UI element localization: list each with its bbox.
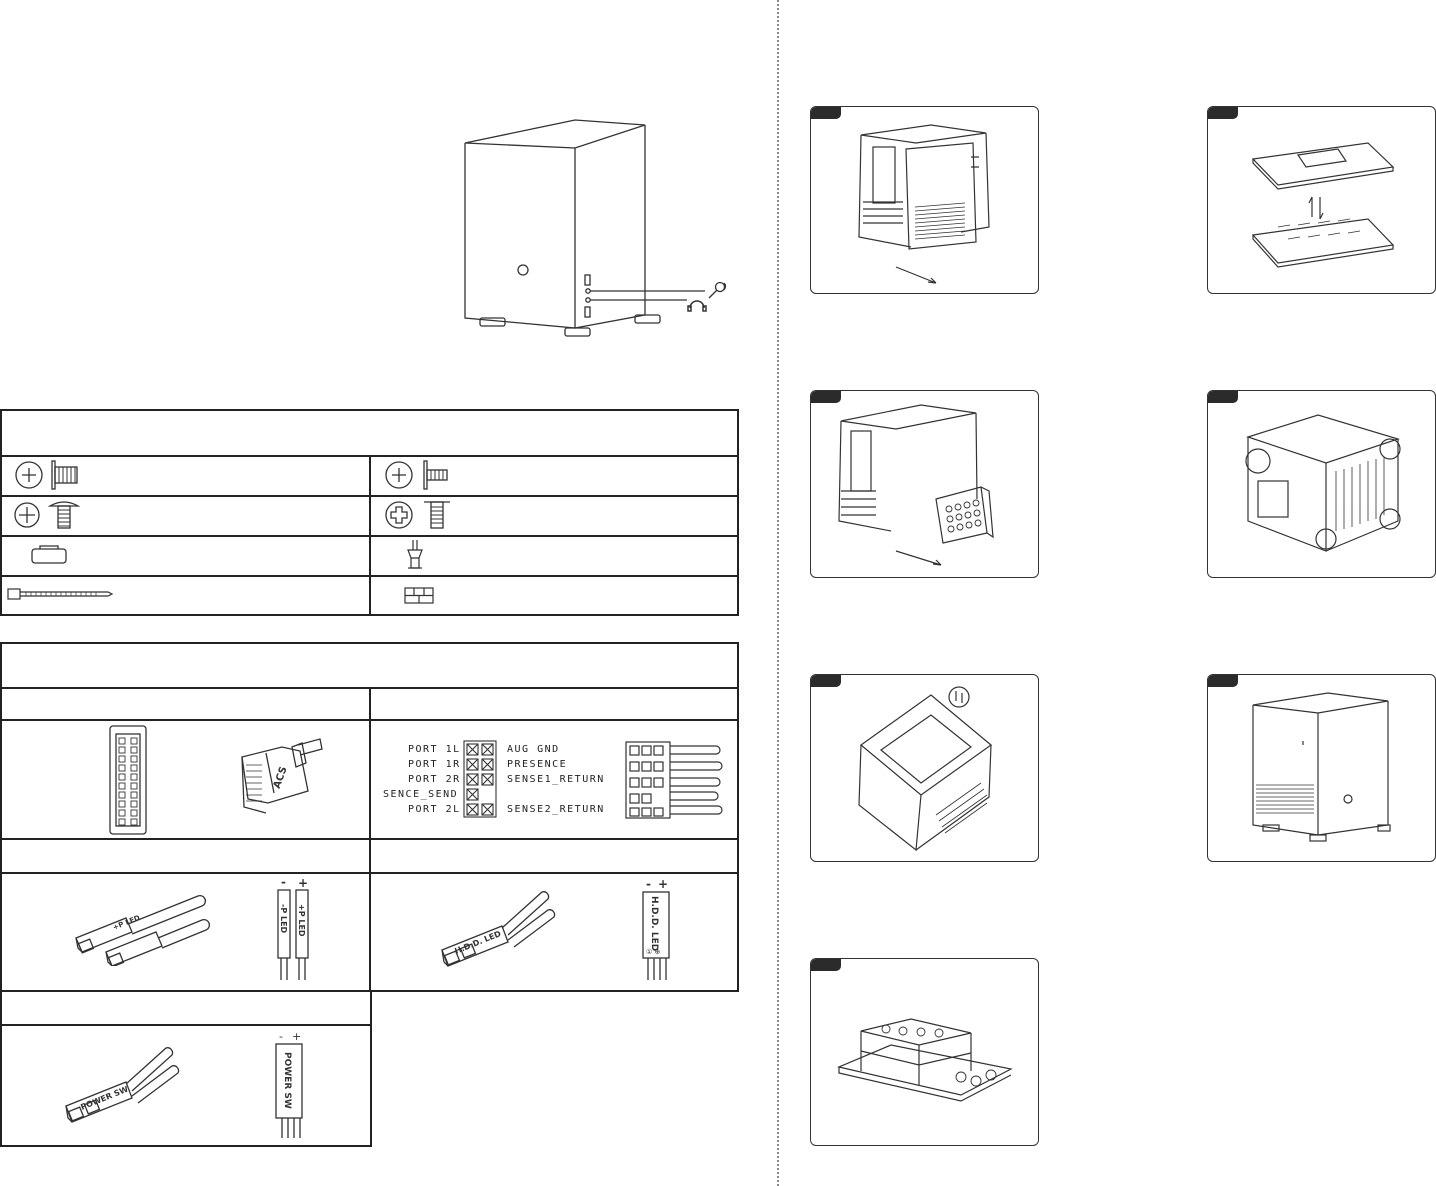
interior-illustration: [858, 686, 992, 852]
hdd-cage-illustration: [837, 1018, 1013, 1102]
power-led-minus-pin-label: -P LED: [279, 904, 288, 934]
bracket-removal-illustration: [838, 404, 994, 566]
ssd-screw-icon: [385, 501, 450, 529]
step-tab: [811, 675, 841, 687]
step-tab: [1208, 391, 1238, 403]
case-front-illustration: [464, 119, 705, 337]
hdd-screw-icon: [385, 460, 448, 490]
rear-chassis-illustration: [1245, 414, 1401, 552]
step-tab: [811, 959, 841, 971]
step-panel-top-panel: [1207, 106, 1436, 294]
hd-audio-header-icon: [463, 740, 497, 818]
step-panel-remove-side-panel: [810, 106, 1039, 294]
step-panel-hdd-cage: [810, 958, 1039, 1146]
step-tab: [811, 391, 841, 403]
hd-audio-pin-label: PORT 2R: [408, 774, 461, 785]
hd-audio-plug-icon: [625, 741, 723, 819]
microphone-icon: [708, 281, 727, 299]
hd-audio-pin-label: PRESENCE: [507, 759, 568, 770]
headphone-icon: [687, 300, 707, 312]
step-panel-rear-chassis: [1207, 390, 1436, 578]
hdd-led-pin-icon: - + H.D.D. LED ① ⊕: [642, 877, 670, 980]
polarity-minus: -: [281, 876, 286, 889]
usb-plug-label: ACS: [272, 765, 290, 790]
polarity-minus: -: [279, 1030, 283, 1043]
hd-audio-pin-label: SENCE_SEND: [383, 789, 459, 800]
psu-screw-icon: [14, 501, 81, 529]
hd-audio-pin-label: SENSE1_RETURN: [507, 774, 605, 785]
power-led-cable-label: +P LED: [112, 914, 142, 932]
hd-audio-pin-label: PORT 2L: [408, 804, 461, 815]
hd-audio-pin-label: PORT 1R: [408, 759, 461, 770]
closed-case-illustration: [1252, 692, 1391, 842]
hdd-led-plug-icon: H.D.D. LED: [441, 891, 556, 967]
polarity-plus: +: [292, 1030, 301, 1043]
side-panel-removal-illustration: [858, 124, 990, 284]
accessories-table: [0, 409, 739, 616]
power-led-plug-icon: +P LED: [75, 894, 210, 966]
top-panel-illustration: [1251, 142, 1395, 268]
power-led-pin-icon: - + -P LED +P LED: [277, 876, 309, 980]
rubber-foot-icon: [31, 545, 67, 564]
hd-audio-pin-label: PORT 1L: [408, 744, 461, 755]
step-panel-interior: [810, 674, 1039, 862]
step-tab: [811, 107, 841, 119]
power-sw-pin-label: POWER SW: [282, 1052, 292, 1109]
polarity-minus: -: [646, 877, 651, 891]
standoff-icon: [407, 540, 423, 569]
step-panel-closed-case: [1207, 674, 1436, 862]
power-sw-plug-icon: POWER SW: [65, 1047, 180, 1123]
power-sw-pin-icon: - + POWER SW: [275, 1030, 303, 1138]
page-fold-divider: [777, 0, 779, 1186]
polarity-plus: +: [298, 876, 308, 890]
polarity-plus: +: [658, 877, 668, 891]
cable-tie-icon: [7, 588, 114, 600]
hdd-led-pin-label: H.D.D. LED: [649, 896, 659, 951]
buzzer-icon: [404, 587, 434, 604]
usb3-header-icon: [109, 725, 147, 835]
hdd-led-pin-marks: ① ⊕: [646, 948, 660, 956]
hd-audio-pin-label: SENSE2_RETURN: [507, 804, 605, 815]
step-panel-remove-bracket: [810, 390, 1039, 578]
step-tab: [1208, 107, 1238, 119]
power-led-plus-pin-label: +P LED: [297, 904, 306, 937]
hd-audio-pin-label: AUG GND: [507, 744, 560, 755]
motherboard-screw-icon: [15, 460, 78, 490]
step-tab: [1208, 675, 1238, 687]
usb3-plug-icon: ACS: [241, 738, 323, 814]
